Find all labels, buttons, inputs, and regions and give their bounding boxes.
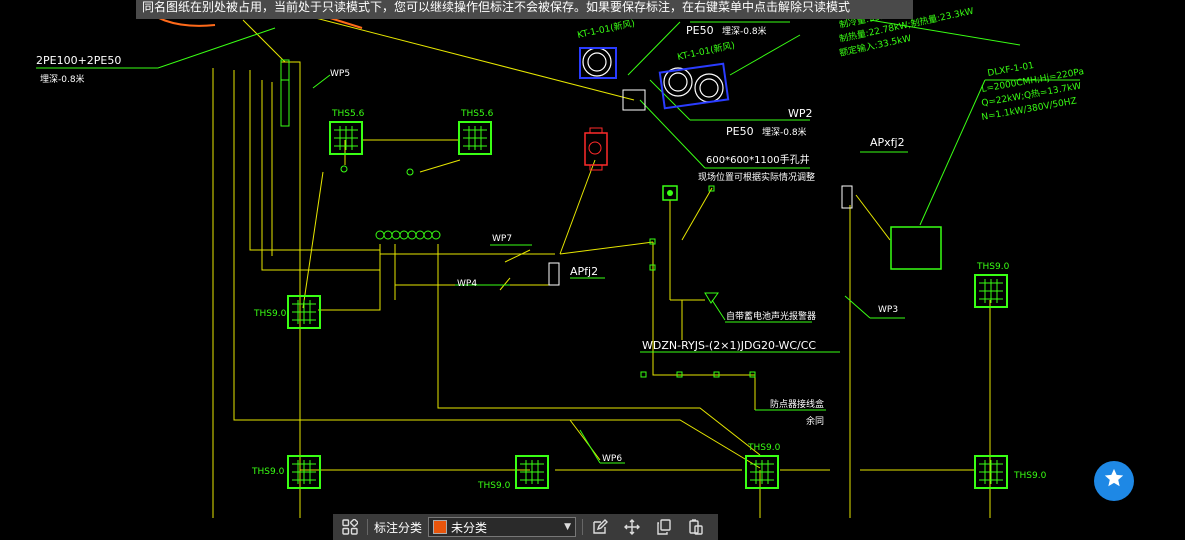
label-depth-main: 埋深-0.8米 bbox=[40, 73, 85, 85]
edit-icon[interactable] bbox=[589, 516, 611, 538]
label-ths90-br: THS9.0 bbox=[1013, 471, 1047, 481]
category-label: 标注分类 bbox=[374, 520, 423, 535]
label-reserve: 余同 bbox=[806, 415, 824, 427]
label-wp3: WP3 bbox=[878, 305, 898, 315]
label-wp2: WP2 bbox=[788, 107, 813, 120]
label-well: 600*600*1100手孔井 bbox=[706, 153, 810, 166]
favorite-button[interactable] bbox=[1094, 461, 1134, 501]
label-ths90-bc: THS9.0 bbox=[747, 443, 781, 453]
label-wp4: WP4 bbox=[457, 279, 477, 289]
category-select[interactable]: 未分类 ▼ bbox=[428, 517, 577, 537]
label-alarm: 自带蓄电池声光报警器 bbox=[726, 310, 816, 322]
label-ths90-right-top: THS9.0 bbox=[976, 262, 1010, 272]
label-depth-top: 埋深-0.8米 bbox=[722, 25, 767, 37]
label-wp7: WP7 bbox=[492, 234, 512, 244]
readonly-banner-text: 同名图纸在别处被占用，当前处于只读模式下，您可以继续操作但标注不会被保存。如果要… bbox=[142, 0, 851, 14]
toolbar-divider bbox=[367, 519, 368, 535]
paste-icon[interactable] bbox=[685, 516, 707, 538]
annotation-toolbar: 标注分类 未分类 ▼ bbox=[333, 514, 718, 540]
star-icon bbox=[1103, 467, 1125, 495]
label-wp5: WP5 bbox=[330, 69, 350, 79]
label-ths90-bm: THS9.0 bbox=[477, 481, 511, 491]
label-well-note: 现场位置可根据实际情况调整 bbox=[698, 171, 815, 183]
label-depth-mid: 埋深-0.8米 bbox=[762, 126, 807, 138]
move-icon[interactable] bbox=[621, 516, 643, 538]
label-ths90-left: THS9.0 bbox=[253, 309, 287, 319]
category-color-swatch bbox=[433, 520, 448, 534]
label-cable: WDZN-RYJS-(2×1)JDG20-WC/CC bbox=[642, 339, 816, 352]
grid-icon[interactable] bbox=[339, 516, 361, 538]
readonly-banner: 同名图纸在别处被占用，当前处于只读模式下，您可以继续操作但标注不会被保存。如果要… bbox=[136, 0, 913, 19]
chevron-down-icon: ▼ bbox=[564, 522, 572, 532]
label-wp6: WP6 bbox=[602, 454, 622, 464]
label-pe50-mid: PE50 bbox=[726, 125, 754, 138]
label-junction: 防点器接线盒 bbox=[770, 398, 824, 410]
label-apfj2: APfj2 bbox=[570, 265, 598, 278]
label-ths56-b: THS5.6 bbox=[460, 109, 494, 119]
label-pipe-main: 2PE100+2PE50 bbox=[36, 54, 121, 67]
label-fan-a: KT-1-01(新风) bbox=[576, 17, 636, 41]
label-pe50-top: PE50 bbox=[686, 24, 714, 37]
label-ths90-bl: THS9.0 bbox=[251, 467, 285, 477]
label-fan-b: KT-1-01(新风) bbox=[676, 39, 736, 63]
copy-icon[interactable] bbox=[653, 516, 675, 538]
toolbar-divider bbox=[582, 519, 584, 535]
label-ths56-a: THS5.6 bbox=[331, 109, 365, 119]
ths-unit-group bbox=[287, 121, 1008, 489]
label-apxfj2: APxfj2 bbox=[870, 136, 905, 149]
category-value: 未分类 bbox=[451, 520, 488, 535]
